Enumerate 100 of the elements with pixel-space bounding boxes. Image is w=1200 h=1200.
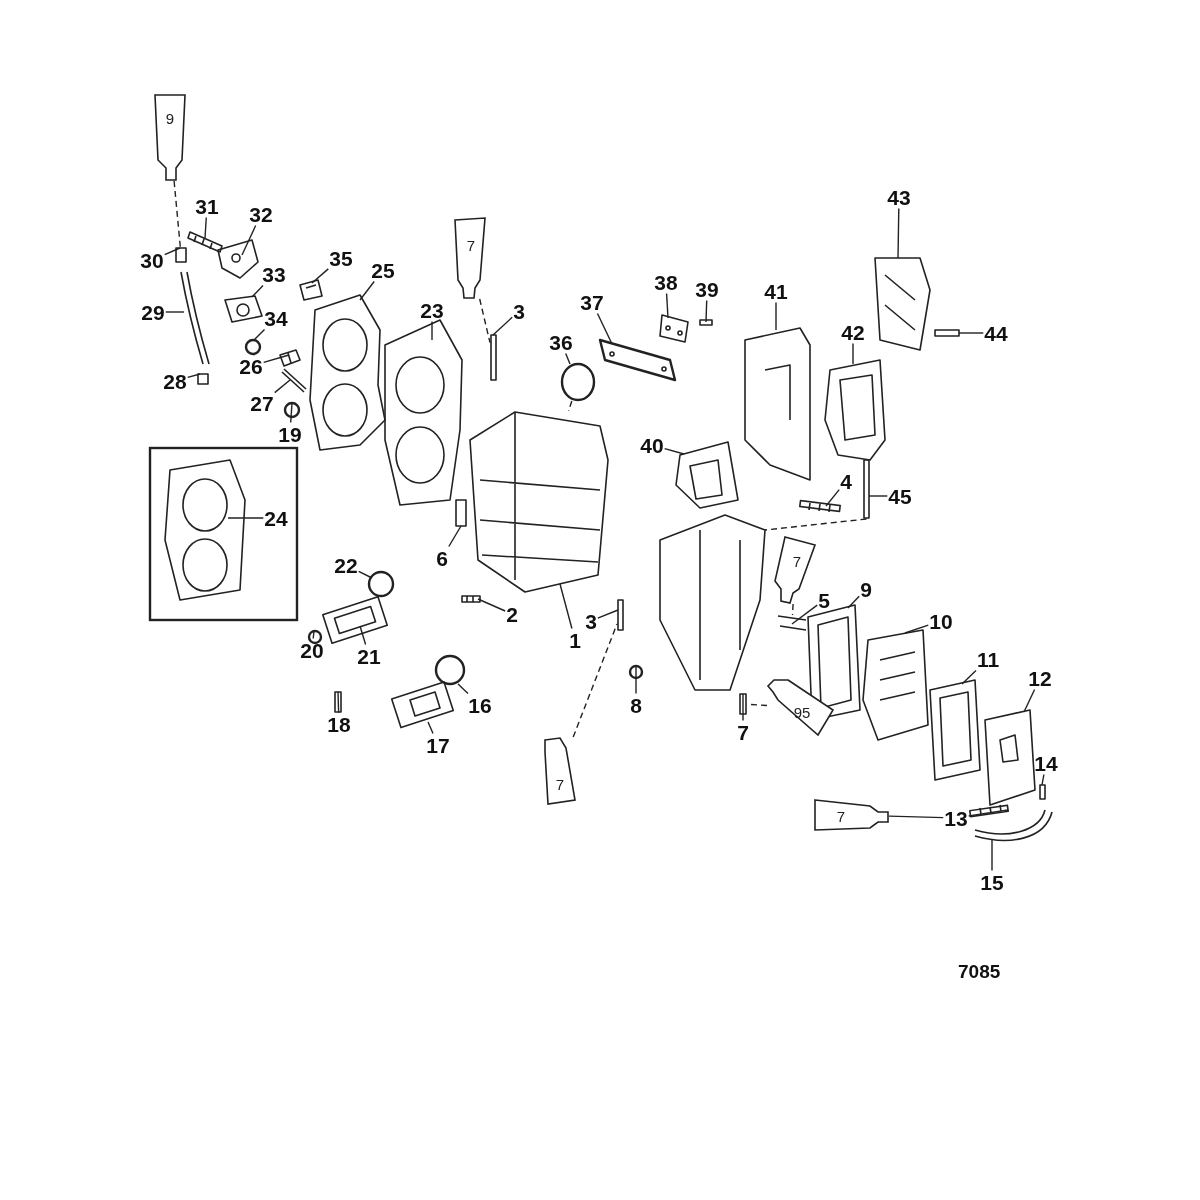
callout-number: 31: [195, 195, 219, 217]
callout-number: 9: [860, 578, 872, 600]
leader-line: [359, 280, 375, 301]
callout-number: 10: [929, 610, 953, 632]
pin: [799, 499, 841, 513]
cover: [321, 595, 389, 645]
cylinder-block: [469, 411, 609, 593]
leader-line: [961, 669, 977, 685]
leader-line: [904, 624, 929, 634]
leader-line: [991, 839, 993, 872]
callout-number: 15: [980, 871, 1004, 893]
callout-number: 28: [163, 370, 187, 392]
leader-line: [337, 691, 340, 714]
leader-line: [165, 311, 185, 313]
leader-line: [705, 299, 708, 323]
leader-line: [635, 665, 637, 695]
callout-number: 35: [329, 247, 353, 269]
cover-plate: [874, 257, 931, 351]
callout-number: 3: [513, 300, 525, 322]
plug: [455, 499, 467, 527]
callout-number: 19: [278, 423, 302, 445]
fitting: [175, 247, 187, 263]
callout-number: 25: [371, 259, 395, 281]
callout-number: 12: [1028, 667, 1052, 689]
leader-line: [358, 570, 373, 579]
leader-line: [1041, 773, 1045, 786]
gasket: [824, 359, 886, 461]
leader-line: [559, 583, 573, 630]
callout-number: 3: [585, 610, 597, 632]
leader-line: [492, 316, 513, 336]
callout-number: 33: [262, 263, 286, 285]
leader-line: [312, 630, 315, 640]
cover: [744, 327, 811, 481]
callout-number: 32: [249, 203, 273, 225]
tube-label: 7: [792, 553, 802, 569]
hose: [974, 809, 1053, 842]
leader-line: [241, 224, 257, 256]
leader-line: [448, 525, 462, 548]
screw: [281, 368, 307, 393]
leader-line: [888, 815, 944, 819]
callout-number: 45: [888, 485, 912, 507]
head-gasket: [384, 319, 463, 506]
callout-number: 34: [264, 307, 288, 329]
leader-line: [431, 320, 433, 341]
leader-line: [791, 604, 818, 625]
leader-line: [968, 809, 1009, 817]
leader-line: [1023, 688, 1036, 713]
callout-number: 8: [630, 694, 642, 716]
callout-number: 26: [239, 355, 263, 377]
reed-block: [862, 629, 929, 741]
assembly-line: [572, 623, 618, 738]
gasket: [224, 295, 263, 323]
tube-label: 7: [555, 776, 565, 792]
callout-number: 18: [327, 713, 351, 735]
fuel-hose: [180, 271, 210, 365]
fitting: [968, 804, 1010, 818]
tube-label: 9: [165, 110, 175, 126]
tube-label: 7: [466, 237, 476, 253]
stud: [617, 599, 624, 631]
plate: [659, 314, 689, 343]
leader-line: [664, 447, 685, 455]
stud: [490, 334, 497, 381]
leader-line: [852, 342, 854, 365]
gasket: [598, 338, 677, 382]
callout-number: 29: [141, 301, 165, 323]
screw: [699, 319, 713, 326]
gasket: [929, 679, 981, 781]
pin: [777, 615, 807, 631]
callout-number: 14: [1034, 752, 1058, 774]
leader-line: [597, 609, 619, 619]
bolt: [739, 693, 747, 715]
callout-number: 5: [818, 589, 830, 611]
callout-number: 2: [506, 603, 518, 625]
cover-plate: [984, 709, 1036, 806]
clamp: [197, 373, 209, 385]
o-ring: [367, 570, 395, 598]
cylinder-head: [309, 294, 386, 451]
bracket: [217, 239, 259, 279]
leader-line: [227, 517, 264, 519]
callout-number: 21: [357, 645, 381, 667]
leader-line: [897, 207, 900, 259]
leader-line: [359, 625, 367, 646]
leader-line: [847, 595, 860, 609]
leader-line: [775, 301, 777, 331]
o-ring: [560, 362, 596, 402]
callout-number: 39: [695, 278, 719, 300]
cylinder-head: [164, 459, 246, 601]
fitting: [279, 349, 301, 367]
leader-line: [742, 693, 744, 722]
leader-line: [187, 373, 201, 379]
clip: [283, 401, 301, 419]
callout-number: 30: [140, 249, 164, 271]
assembly-line: [764, 518, 868, 531]
gasket: [675, 441, 739, 509]
leader-line: [457, 683, 469, 695]
stud: [863, 459, 870, 519]
leader-line: [958, 332, 984, 334]
pin: [461, 595, 481, 603]
leader-line: [290, 402, 293, 424]
leader-line: [565, 352, 571, 365]
